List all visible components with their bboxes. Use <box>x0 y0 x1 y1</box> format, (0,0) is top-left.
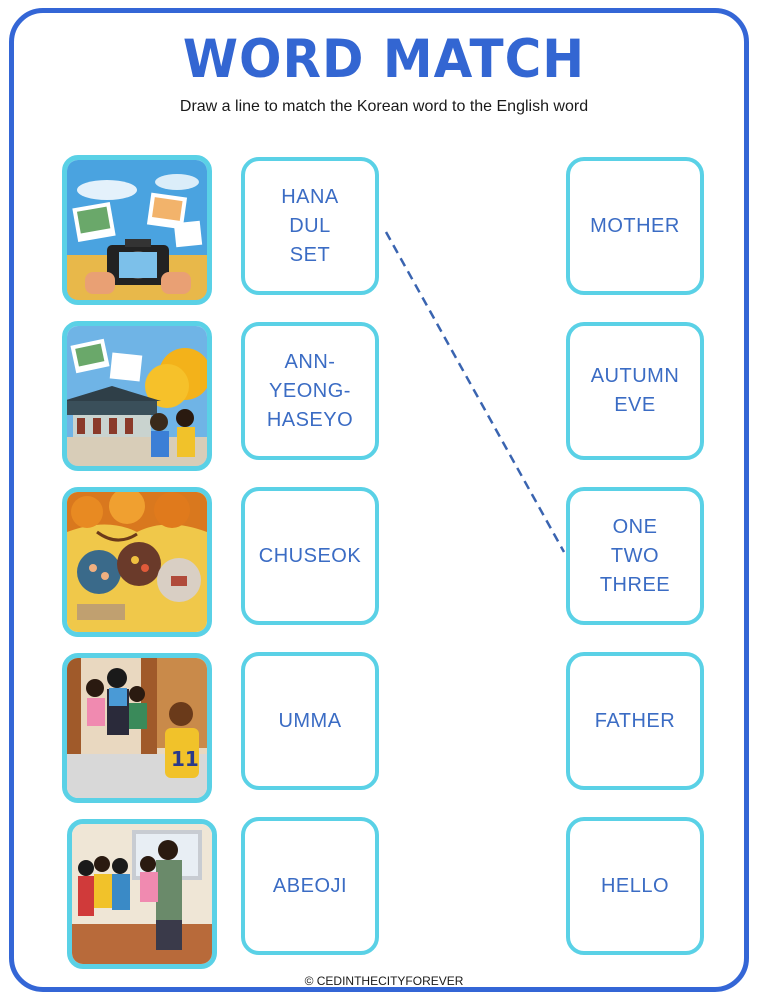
english-word-label: MOTHER <box>590 214 680 237</box>
korean-word-card[interactable]: HANA DUL SET <box>241 157 379 295</box>
copyright-text: © CEDINTHECITYFOREVER <box>304 974 464 988</box>
english-word-card[interactable]: MOTHER <box>566 157 704 295</box>
family-home-icon <box>72 824 212 964</box>
english-word-card[interactable]: FATHER <box>566 652 704 790</box>
english-word-label: HELLO <box>600 874 670 897</box>
picture-family-home <box>67 819 217 969</box>
picture-camera-photos <box>62 155 212 305</box>
korean-word-card[interactable]: ANN- YEONG- HASEYO <box>241 322 379 460</box>
korean-word-card[interactable]: UMMA <box>241 652 379 790</box>
autumn-festival-icon <box>67 492 207 632</box>
korean-word-card[interactable]: CHUSEOK <box>241 487 379 625</box>
picture-autumn-festival <box>62 487 212 637</box>
english-word-card[interactable]: HELLO <box>566 817 704 955</box>
picture-palace-greeting <box>62 321 212 471</box>
korean-word-label: ABEOJI <box>272 874 348 897</box>
camera-photos-icon <box>67 160 207 300</box>
family-hug-icon: 11 <box>67 658 207 798</box>
palace-greeting-icon <box>67 326 207 466</box>
korean-word-label: ANN- YEONG- HASEYO <box>266 350 354 431</box>
english-word-card[interactable]: AUTUMN EVE <box>566 322 704 460</box>
korean-word-card[interactable]: ABEOJI <box>241 817 379 955</box>
english-word-label: FATHER <box>594 709 676 732</box>
page-title: WORD MATCH <box>182 28 586 90</box>
korean-word-label: UMMA <box>278 709 342 732</box>
korean-word-label: HANA DUL SET <box>281 185 339 266</box>
english-word-card[interactable]: ONE TWO THREE <box>566 487 704 625</box>
english-word-label: AUTUMN EVE <box>590 365 680 416</box>
svg-text:11: 11 <box>171 747 199 771</box>
english-word-label: ONE TWO THREE <box>599 515 671 596</box>
korean-word-label: CHUSEOK <box>258 544 362 567</box>
instructions-text: Draw a line to match the Korean word to … <box>179 98 589 115</box>
picture-family-hug: 11 <box>62 653 212 803</box>
